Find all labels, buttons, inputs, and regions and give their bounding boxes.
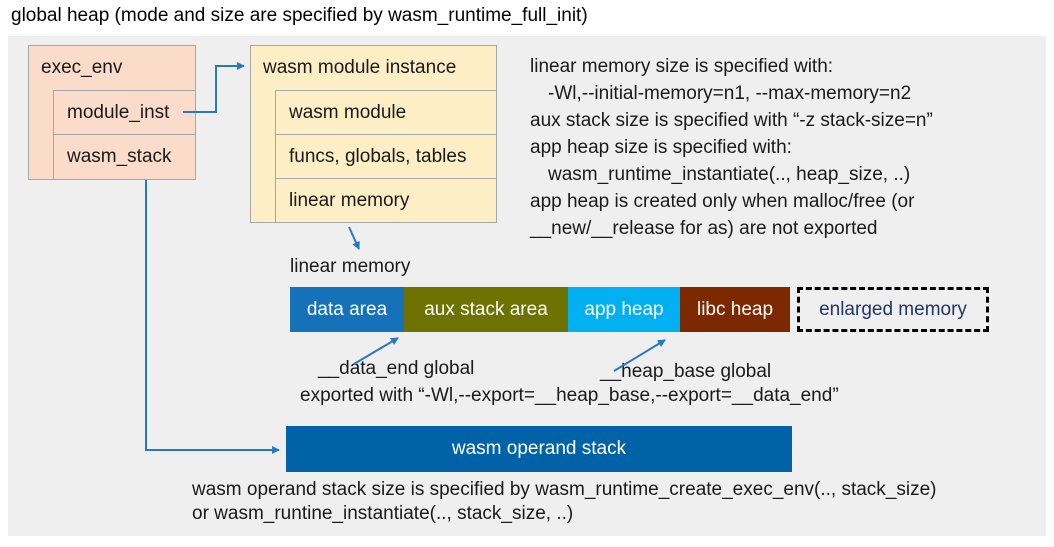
note-line: wasm_runtime_instantiate(.., heap_size, … <box>548 164 911 185</box>
linear-memory-field: linear memory <box>275 178 497 223</box>
wasm-module-field: wasm module <box>275 90 497 135</box>
diagram-title: global heap (mode and size are specified… <box>11 5 588 26</box>
export-flags-label: exported with “-Wl,--export=__heap_base,… <box>300 385 839 406</box>
note-line: aux stack size is specified with “-z sta… <box>530 110 933 131</box>
wasm-module-instance-header: wasm module instance <box>263 56 457 78</box>
data-end-global-label: __data_end global <box>318 358 475 379</box>
note-line: -Wl,--initial-memory=n1, --max-memory=n2 <box>548 83 912 104</box>
note-line: or wasm_runtine_instantiate(.., stack_si… <box>192 503 574 524</box>
note-line: __new/__release for as) are not exported <box>530 218 878 239</box>
memory-size-notes: linear memory size is specified with: -W… <box>530 53 1050 242</box>
wasm-stack-field: wasm_stack <box>53 134 196 180</box>
note-line: wasm operand stack size is specified by … <box>192 479 937 500</box>
note-line: app heap size is specified with: <box>530 137 792 158</box>
heap-base-global-label: __heap_base global <box>600 361 772 382</box>
linear-memory-label: linear memory <box>290 256 411 277</box>
module-inst-field: module_inst <box>53 90 196 135</box>
segment-libc-heap: libc heap <box>680 287 790 332</box>
note-line: app heap is created only when malloc/fre… <box>530 191 915 212</box>
wasm-operand-stack-bar: wasm operand stack <box>286 426 792 472</box>
segment-data-area: data area <box>290 287 404 332</box>
operand-stack-notes: wasm operand stack size is specified by … <box>192 478 937 526</box>
segment-aux-stack-area: aux stack area <box>404 287 568 332</box>
exec-env-header: exec_env <box>41 56 123 78</box>
segment-app-heap: app heap <box>568 287 680 332</box>
segment-enlarged-memory: enlarged memory <box>797 287 989 332</box>
note-line: linear memory size is specified with: <box>530 56 834 77</box>
funcs-globals-tables-field: funcs, globals, tables <box>275 134 497 179</box>
